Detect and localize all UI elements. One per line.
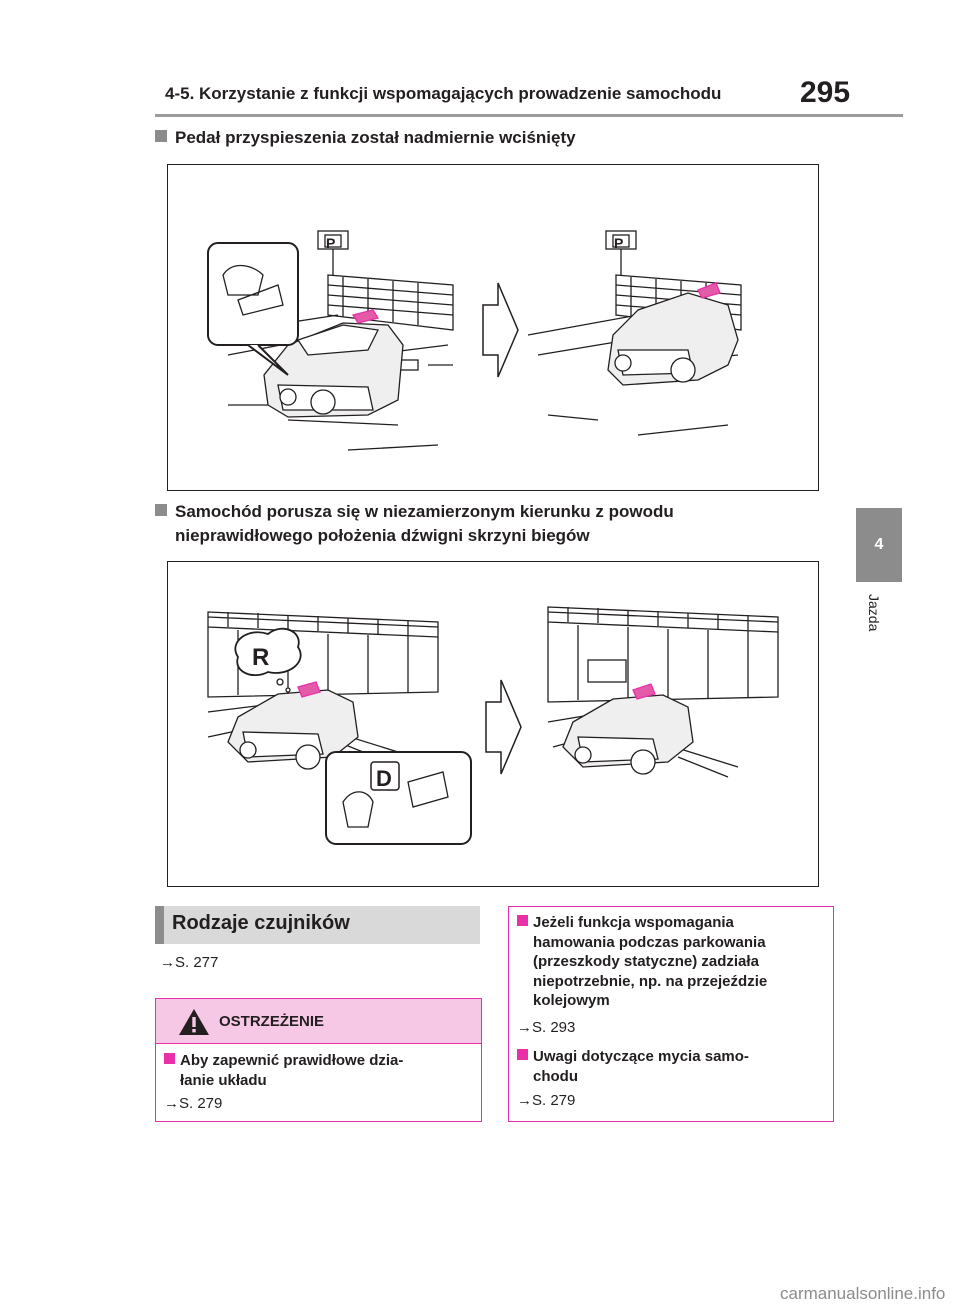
sensor-section-title: Rodzaje czujników (172, 912, 350, 934)
warning-item-line2: łanie układu (180, 1072, 267, 1089)
warning-triangle-icon (179, 1009, 209, 1035)
square-bullet-icon (155, 504, 167, 516)
warning-label: OSTRZEŻENIE (219, 1013, 325, 1030)
section-heading-gear: Samochód porusza się w niezamierzonym ki… (155, 500, 815, 548)
info-item2-page-reference: →S. 279 (517, 1092, 576, 1109)
info-item1-line5: kolejowym (533, 992, 610, 1009)
heading-text: Pedał przyspieszenia został nadmiernie w… (175, 128, 576, 147)
square-bullet-icon (155, 130, 167, 142)
warning-item: Aby zapewnić prawidłowe dzia- łanie ukła… (164, 1051, 469, 1091)
info-item1-page-reference: →S. 293 (517, 1019, 576, 1036)
parking-sign-right: P (614, 235, 623, 251)
info-item2-line1: Uwagi dotyczące mycia samo- (533, 1048, 749, 1065)
illustration-parking-collision: P P (207, 230, 742, 451)
warning-page-reference: →S. 279 (164, 1095, 223, 1112)
pink-square-bullet-icon (164, 1053, 175, 1064)
info-item1-line1: Jeżeli funkcja wspomagania (533, 914, 734, 931)
pink-square-bullet-icon (517, 1049, 528, 1060)
figure-wrong-gear: R D (167, 561, 819, 887)
warning-header: OSTRZEŻENIE (156, 999, 481, 1044)
info-item1-line3: (przeszkody statyczne) zadziała (533, 953, 759, 970)
figure-accelerator-pressed: P P (167, 164, 819, 491)
sensor-section-box (155, 906, 480, 944)
pink-square-bullet-icon (517, 915, 528, 926)
chapter-tab: 4 (856, 508, 902, 582)
info-item-brake-assist: Jeżeli funkcja wspomagania hamowania pod… (517, 913, 827, 1011)
section-heading-accelerator: Pedał przyspieszenia został nadmiernie w… (155, 126, 576, 150)
illustration-storefront-collision: R D (207, 606, 779, 845)
sensor-page-reference: →S. 277 (160, 954, 219, 971)
page-number: 295 (800, 76, 851, 109)
info-box: Jeżeli funkcja wspomagania hamowania pod… (508, 906, 834, 1122)
heading-text-line2: nieprawidłowego położenia dźwigni skrzyn… (175, 526, 590, 545)
heading-text-line1: Samochód porusza się w niezamierzonym ki… (175, 502, 674, 521)
info-item-car-wash: Uwagi dotyczące mycia samo- chodu (517, 1047, 827, 1086)
info-item2-line2: chodu (533, 1067, 578, 1085)
warning-box: OSTRZEŻENIE Aby zapewnić prawidłowe dzia… (155, 998, 482, 1122)
info-item1-line2: hamowania podczas parkowania (533, 933, 766, 951)
header-title: 4-5. Korzystanie z funkcji wspomagającyc… (165, 84, 722, 103)
shift-indicator-letter: D (376, 766, 392, 791)
gear-bubble-letter: R (252, 644, 269, 671)
watermark: carmanualsonline.info (780, 1284, 946, 1303)
parking-sign-left: P (326, 235, 335, 251)
header-rule (155, 114, 903, 117)
info-item1-line4: niepotrzebnie, np. na przejeździe (533, 972, 768, 990)
warning-item-line1: Aby zapewnić prawidłowe dzia- (180, 1052, 404, 1069)
chapter-label: Jazda (866, 594, 882, 632)
